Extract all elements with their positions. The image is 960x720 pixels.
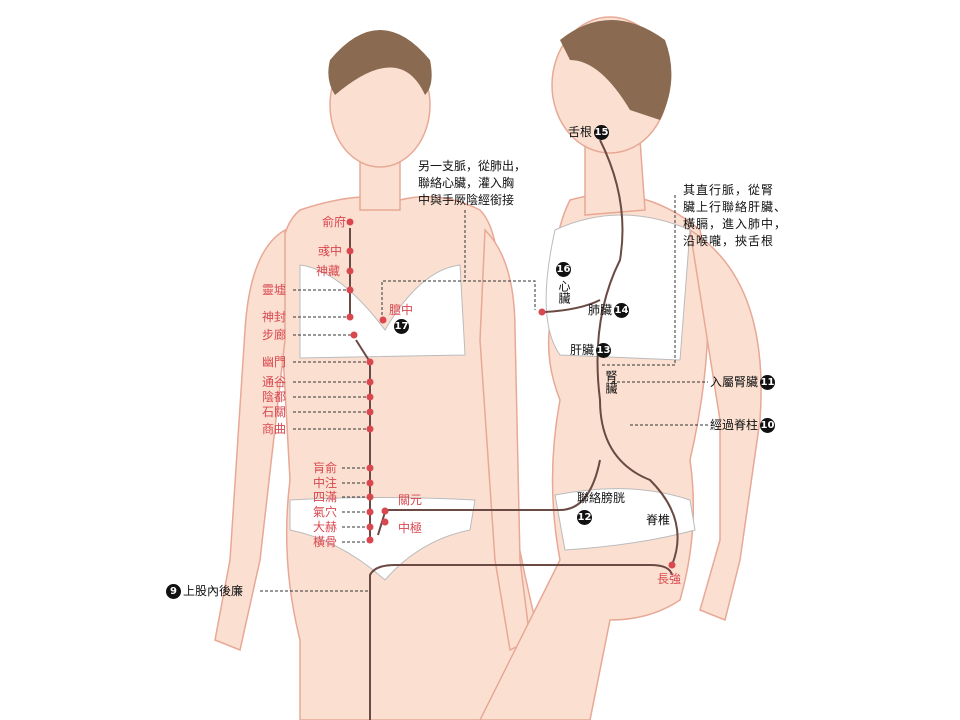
point-changqiang: 長強 [657, 572, 682, 586]
label-jizhui: 脊椎 [646, 513, 671, 527]
side-hair [560, 20, 672, 120]
point-zhongzhu: 中注 [313, 476, 338, 490]
badge-16: 16 [556, 262, 571, 277]
front-hair [328, 30, 432, 95]
side-briefs [554, 488, 696, 551]
note-straight: 其直行脈，從腎 臟上行聯絡肝臟、 橫膈，進入肺中， 沿喉嚨，挾舌根 [683, 183, 788, 248]
point-shangqu: 商曲 [262, 422, 287, 436]
point-yuzhong: 彧中 [318, 244, 343, 258]
point-zhongji: 中極 [398, 521, 423, 535]
point-shencang: 神藏 [316, 264, 341, 278]
point-shiguan: 石關 [262, 405, 287, 419]
label-xinzang: 心臟 [557, 280, 571, 304]
point-shufu: 俞府 [322, 215, 347, 229]
note-branch: 另一支脈，從肺出， 聯絡心臟，灌入胸 中與手厥陰經銜接 [418, 159, 527, 207]
point-qixue: 氣穴 [313, 505, 338, 519]
point-shenfeng: 神封 [262, 310, 287, 324]
label-pangguang: 聯絡膀胱 [577, 491, 626, 505]
point-henggu: 橫骨 [313, 535, 338, 549]
front-bra [299, 264, 466, 359]
point-huangshu: 肓俞 [313, 461, 338, 475]
point-tanzhong: 膻中 [389, 303, 414, 317]
point-bulang: 步廊 [262, 328, 287, 342]
point-yindu: 陰都 [262, 390, 287, 404]
badge-17: 17 [394, 319, 409, 334]
point-siman: 四滿 [313, 490, 338, 504]
point-guanyuan: 關元 [398, 493, 423, 507]
point-youmen: 幽門 [262, 355, 287, 369]
badge-12: 12 [577, 510, 592, 525]
leader-lines [260, 195, 708, 592]
acupoints [346, 218, 676, 569]
point-lingxu: 靈墟 [262, 283, 287, 297]
side-bra [545, 214, 691, 361]
label-shenzang: 腎臟 [604, 370, 618, 394]
point-dahe: 大赫 [313, 520, 338, 534]
point-tonggu: 通谷 [262, 375, 287, 389]
